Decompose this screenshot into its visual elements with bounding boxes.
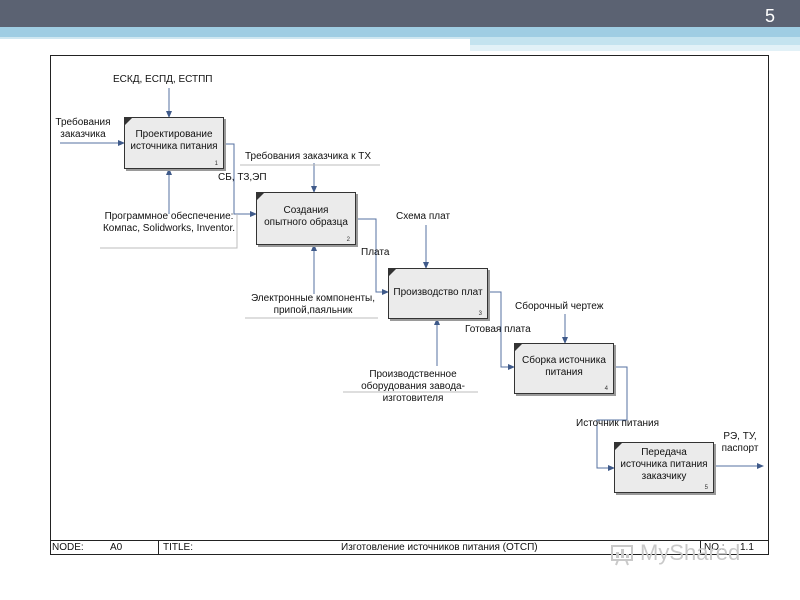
- block-corner: [615, 443, 622, 450]
- block-corner: [389, 269, 396, 276]
- block-title: Сборка источника питания: [522, 354, 606, 378]
- block-1: Проектирование источника питания 1: [124, 117, 224, 169]
- label-output-4: Источник питания: [576, 418, 660, 429]
- footer-divider: [700, 541, 701, 555]
- block-title: Передача источника питания заказчику: [620, 446, 708, 482]
- label-input-1: Требования заказчика: [55, 117, 111, 140]
- block-corner: [125, 118, 132, 125]
- footer-node-value: A0: [110, 542, 123, 553]
- decor-stripe: [0, 27, 800, 37]
- arrow-output-1: [224, 143, 257, 217]
- block-4: Сборка источника питания 4: [514, 343, 614, 394]
- decor-stripe: [0, 37, 470, 39]
- decor-stripe: [470, 37, 800, 45]
- watermark-icon: [611, 545, 633, 566]
- block-corner: [257, 193, 264, 200]
- label-output-3: Готовая плата: [465, 324, 531, 335]
- label-output-1: СБ, ТЗ,ЭП: [218, 172, 267, 183]
- block-number: 1: [214, 161, 218, 167]
- label-control-3: Схема плат: [396, 211, 451, 222]
- arrow-output-2: [356, 218, 389, 295]
- block-5: Передача источника питания заказчику 5: [614, 442, 714, 493]
- arrow-output-4: [596, 366, 628, 471]
- label-output-2: Плата: [361, 247, 390, 258]
- footer-no-value: 1.1: [740, 542, 754, 553]
- block-title: Создания опытного образца: [264, 204, 348, 228]
- diagram-footer: NODE: A0 TITLE: Изготовление источников …: [50, 540, 769, 555]
- block-title: Производство плат: [393, 286, 483, 298]
- diagram-frame: [50, 55, 769, 555]
- block-number: 4: [604, 386, 608, 392]
- label-mech-2: Электронные компоненты, припой,паяльник: [250, 293, 376, 316]
- footer-node-label: NODE:: [52, 542, 84, 553]
- slide-number: 5: [764, 6, 775, 26]
- block-number: 5: [704, 485, 708, 491]
- slide-top-bar: [0, 0, 800, 27]
- decor-stripe: [470, 45, 800, 51]
- block-number: 3: [478, 311, 482, 317]
- block-corner: [515, 344, 522, 351]
- block-3: Производство плат 3: [388, 268, 488, 319]
- label-control-1: ЕСКД, ЕСПД, ЕСТПП: [113, 74, 213, 85]
- watermark-text: MyShared: [640, 540, 741, 565]
- footer-title-label: TITLE:: [163, 542, 194, 553]
- footer-divider: [158, 541, 159, 555]
- label-output-5: РЭ, ТУ, паспорт: [721, 431, 759, 454]
- block-title: Проектирование источника питания: [130, 129, 218, 153]
- label-mech-3: Производственное оборудования завода-изг…: [361, 369, 465, 404]
- footer-no-label: NO.:: [704, 542, 725, 553]
- footer-title-value: Изготовление источников питания (ОТСП): [341, 542, 538, 553]
- label-control-4: Сборочный чертеж: [515, 301, 604, 312]
- block-2: Создания опытного образца 2: [256, 192, 356, 245]
- label-control-2: Требования заказчика к ТХ: [245, 151, 372, 162]
- arrow-output-3: [488, 291, 515, 370]
- block-number: 2: [346, 237, 350, 243]
- label-mech-1: Программное обеспечение: Компас, Solidwo…: [102, 211, 236, 234]
